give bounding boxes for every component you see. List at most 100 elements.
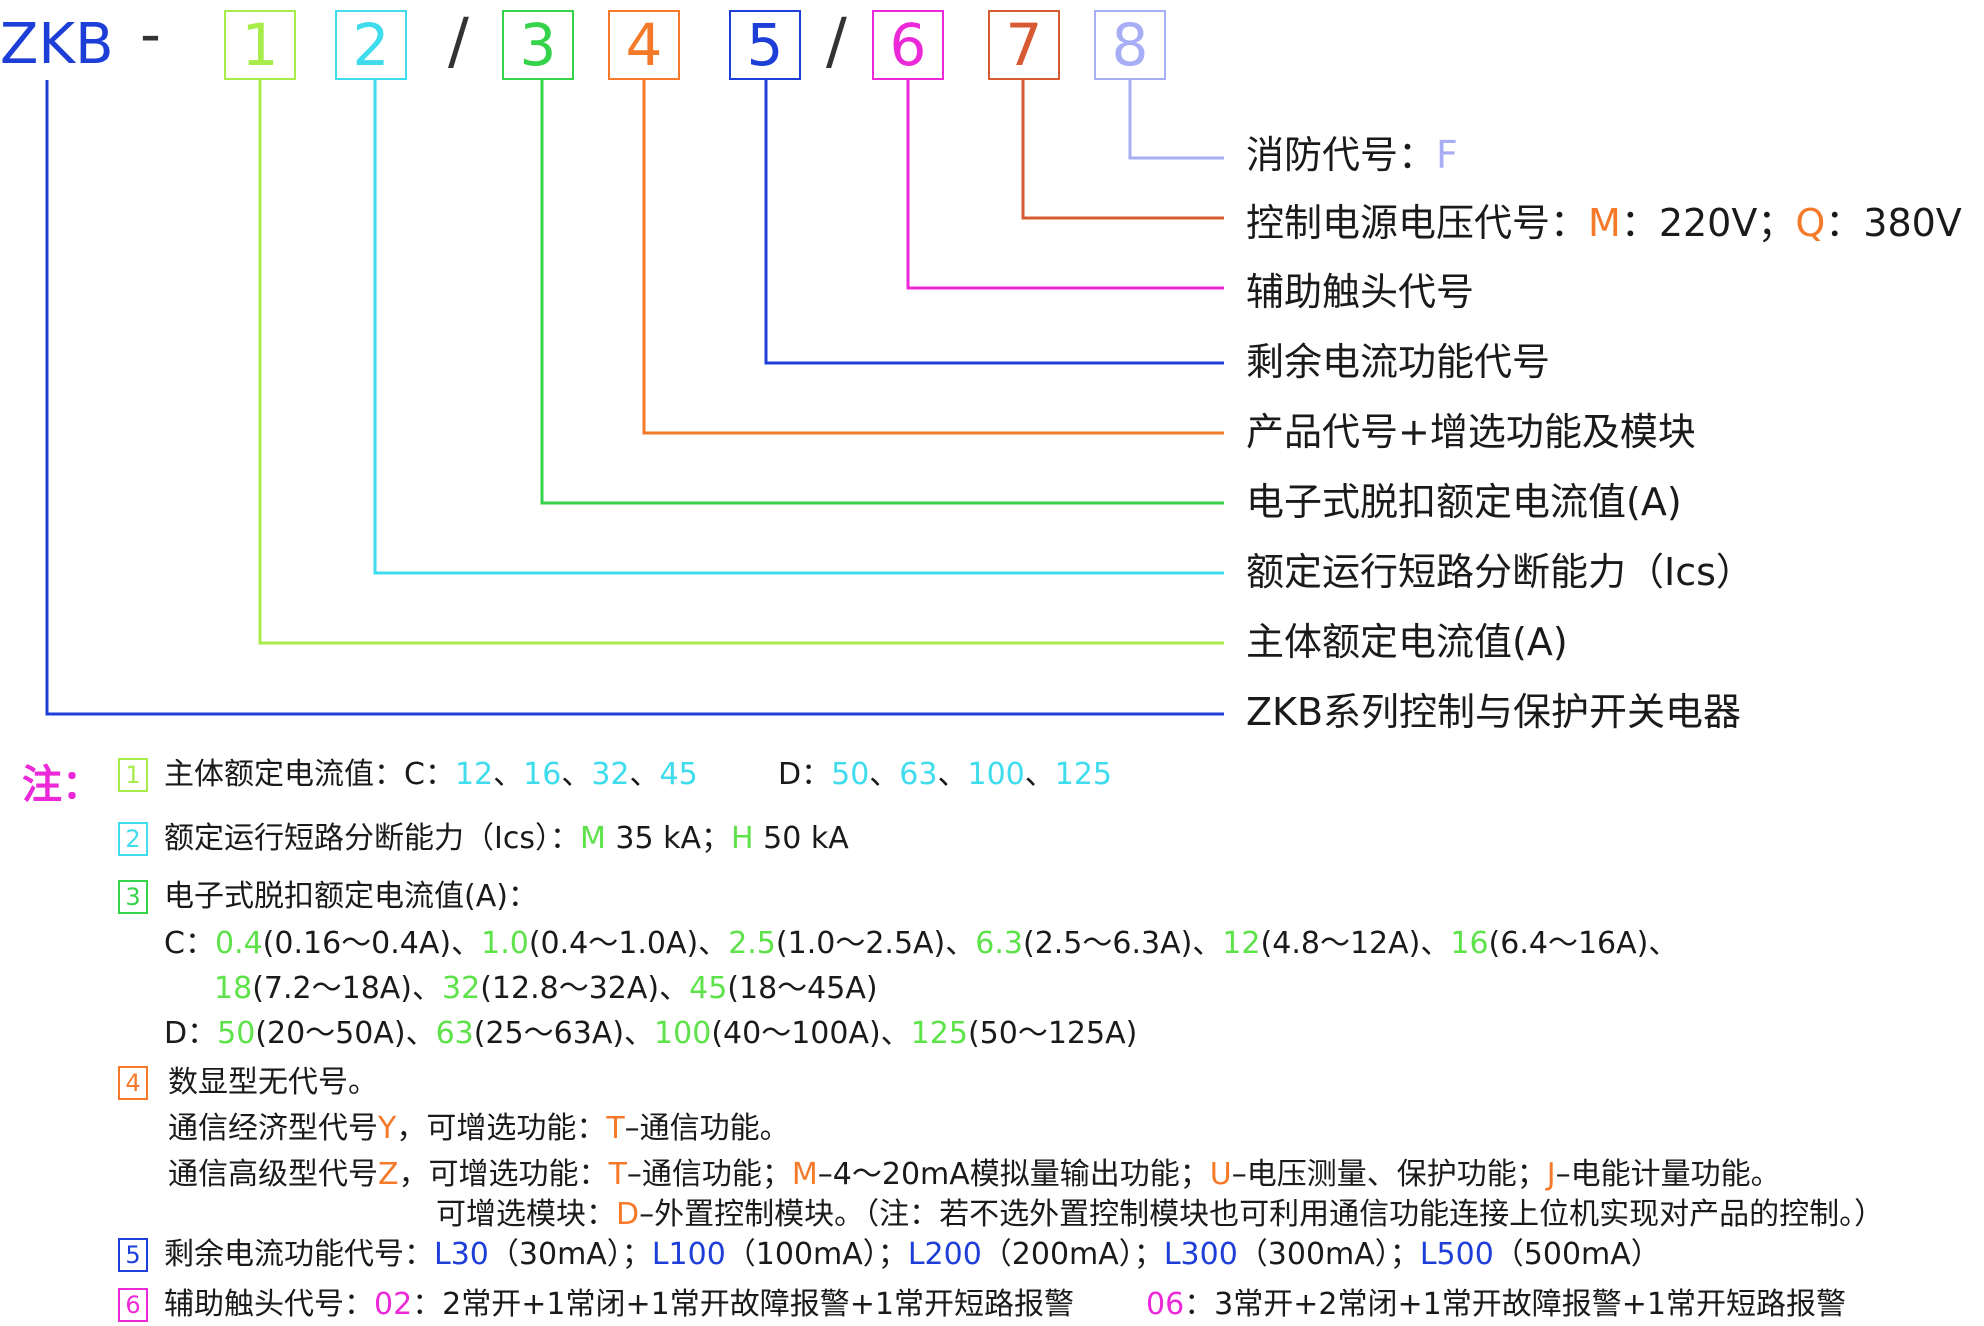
note-6-code-02: 02 [374, 1287, 413, 1322]
note-4-code-z: Z [378, 1157, 399, 1192]
note-5-range: （30mA）； [488, 1237, 652, 1272]
note-3-value: 0.4 [214, 926, 263, 961]
notes-title: 注： [22, 762, 102, 808]
note-2-label: 额定运行短路分断能力（Ics）： [164, 821, 580, 856]
note-3-range: (0.16～0.4A)、 [262, 926, 482, 961]
label-7-m: M [1588, 201, 1621, 245]
note-3-range: (0.4～1.0A)、 [528, 926, 729, 961]
note-3-c-line1: C：0.4(0.16～0.4A)、1.0(0.4～1.0A)、2.5(1.0～2… [164, 925, 1678, 963]
note-3-value: 45 [689, 971, 728, 1006]
note-4-text: –电能计量功能。 [1555, 1157, 1781, 1192]
note-5-range: （100mA）； [725, 1237, 908, 1272]
connector-6 [906, 80, 1224, 290]
connector-5 [764, 80, 1224, 365]
note-1-label: 主体额定电流值： [164, 757, 404, 792]
connector-series [45, 80, 1224, 716]
note-5-code: L30 [434, 1237, 489, 1272]
label-7-q: Q [1795, 201, 1826, 245]
note-5-label: 剩余电流功能代号： [164, 1237, 434, 1272]
note-4-code-u: U [1209, 1157, 1232, 1192]
note-3-value: 50 [217, 1016, 256, 1051]
note-3-value: 6.3 [975, 926, 1023, 961]
note-4-line2: 通信经济型代号Y，可增选功能：T–通信功能。 [168, 1110, 790, 1148]
note-3-value: 125 [910, 1016, 968, 1051]
note-6-box: 6 [118, 1288, 148, 1322]
note-3-value: 18 [214, 971, 253, 1006]
model-prefix: ZKB [0, 12, 114, 77]
note-3-d-line: D：50(20～50A)、63(25～63A)、100(40～100A)、125… [164, 1015, 1137, 1053]
note-6-line: 辅助触头代号：02：2常开+1常闭+1常开故障报警+1常开短路报警 [164, 1286, 1074, 1324]
note-1-d-value: 100 [967, 757, 1025, 792]
note-4-text: –通信功能。 [624, 1111, 790, 1146]
note-3-box: 3 [118, 880, 148, 914]
note-5-range: （200mA）； [981, 1237, 1164, 1272]
code-digit-8: 8 [1094, 10, 1166, 80]
note-2-h: H [731, 821, 754, 856]
note-3-range: (20～50A)、 [255, 1016, 436, 1051]
connector-8 [1128, 80, 1224, 160]
connector-2 [373, 80, 1224, 575]
label-digit-2: 额定运行短路分断能力（Ics） [1246, 550, 1754, 594]
note-3-range: (1.0～2.5A)、 [775, 926, 976, 961]
note-5-box: 5 [118, 1238, 148, 1272]
note-3-range: (25～63A)、 [473, 1016, 655, 1051]
note-1-c-prefix: C： [404, 757, 455, 792]
label-digit-7: 控制电源电压代号：M：220V；Q：380V [1246, 201, 1962, 245]
note-5-code: L200 [907, 1237, 982, 1272]
note-4-text: 通信经济型代号 [168, 1111, 378, 1146]
label-series: ZKB系列控制与保护开关电器 [1246, 690, 1742, 734]
note-3-range: (18～45A) [727, 971, 878, 1006]
connector-3 [540, 80, 1224, 505]
label-8-value: F [1436, 133, 1458, 177]
note-4-text: –外置控制模块。（注：若不选外置控制模块也可利用通信功能连接上位机实现对产品的控… [639, 1197, 1885, 1232]
connector-7 [1021, 80, 1224, 220]
label-8-text: 消防代号： [1246, 133, 1437, 177]
note-4-code-t: T [606, 1111, 625, 1146]
note-5-line: 剩余电流功能代号：L30（30mA）；L100（100mA）；L200（200m… [164, 1236, 1661, 1274]
connector-1 [258, 80, 1224, 645]
note-4-code-y: Y [378, 1111, 397, 1146]
note-3-range: (7.2～18A)、 [252, 971, 443, 1006]
note-3-range: (12.8～32A)、 [480, 971, 690, 1006]
note-3-label: 电子式脱扣额定电流值(A)： [164, 879, 538, 914]
code-slash-2: / [826, 4, 847, 77]
note-6-code-06: 06 [1146, 1287, 1185, 1322]
note-4-line1: 数显型无代号。 [168, 1065, 378, 1100]
label-digit-6: 辅助触头代号 [1246, 270, 1475, 314]
note-3-range: (50～125A) [967, 1016, 1138, 1051]
code-digit-6: 6 [872, 10, 944, 80]
note-1-c-value: 32 [591, 757, 630, 792]
code-digit-5: 5 [729, 10, 801, 80]
note-1-d-line: D：50、63、100、125 [778, 756, 1112, 794]
note-6-desc-06: ：3常开+2常闭+1常开故障报警+1常开短路报警 [1184, 1287, 1846, 1322]
note-5-range: （300mA）； [1237, 1237, 1420, 1272]
note-4-code-j: J [1546, 1157, 1556, 1192]
note-4-text: –4～20mA模拟量输出功能； [817, 1157, 1210, 1192]
label-digit-5: 剩余电流功能代号 [1246, 340, 1551, 384]
note-3-value: 12 [1222, 926, 1261, 961]
label-7-m-val: ：220V； [1620, 201, 1796, 245]
note-1-d-value: 50 [831, 757, 870, 792]
note-3-d-prefix: D： [164, 1016, 218, 1051]
note-3-value: 1.0 [481, 926, 529, 961]
note-6-desc-02: ：2常开+1常闭+1常开故障报警+1常开短路报警 [412, 1287, 1074, 1322]
note-5-code: L100 [651, 1237, 726, 1272]
note-2-m-val: 35 kA； [605, 821, 732, 856]
note-3-c-prefix: C： [164, 926, 215, 961]
code-slash-1: / [448, 4, 469, 77]
note-2-line: 额定运行短路分断能力（Ics）：M 35 kA；H 50 kA [164, 820, 849, 858]
note-1-c-value: 45 [659, 757, 698, 792]
note-3-range: (40～100A)、 [711, 1016, 911, 1051]
note-3-value: 32 [442, 971, 481, 1006]
note-1-sep: 、 [937, 757, 968, 792]
note-1-sep: 、 [1024, 757, 1055, 792]
note-5-code: L500 [1419, 1237, 1494, 1272]
note-1-sep: 、 [561, 757, 592, 792]
note-1-box: 1 [118, 758, 148, 792]
note-1-d-prefix: D： [778, 757, 832, 792]
note-4-text: 可增选模块： [436, 1197, 616, 1232]
note-4-box: 4 [118, 1066, 148, 1100]
label-digit-3: 电子式脱扣额定电流值(A) [1246, 480, 1682, 524]
